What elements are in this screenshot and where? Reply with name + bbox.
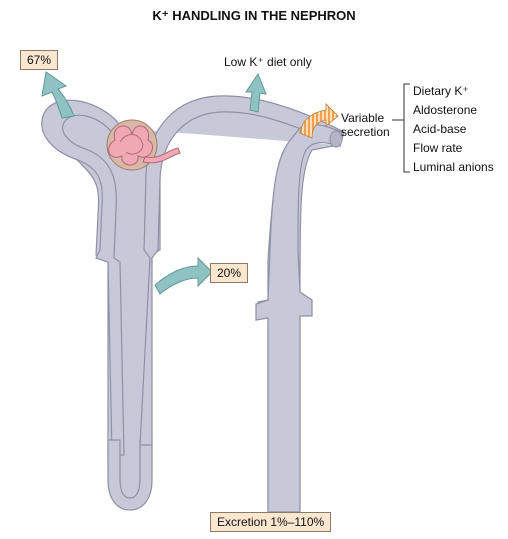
loop-reabsorption-arrow [154, 256, 213, 295]
excretion-label: Excretion 1%–110% [210, 512, 332, 532]
low-k-diet-label: Low K⁺ diet only [224, 55, 312, 69]
glomerulus [106, 119, 181, 171]
proximal-tubule [41, 99, 125, 456]
factors-list: Dietary K⁺ Aldosterone Acid-base Flow ra… [413, 84, 494, 179]
variable-label: Variable [341, 111, 385, 125]
collecting-duct [255, 124, 343, 513]
factor-item: Luminal anions [413, 160, 494, 174]
diagram-title: K⁺ HANDLING IN THE NEPHRON [152, 8, 356, 23]
factor-item: Dietary K⁺ [413, 84, 469, 98]
proximal-reabsorption-label: 67% [20, 50, 59, 70]
secretion-label: secretion [341, 125, 390, 139]
factor-item: Flow rate [413, 141, 463, 155]
factors-bracket [403, 83, 410, 173]
low-k-diet-arrow [245, 72, 267, 113]
secretion-arrow [299, 103, 339, 139]
distal-tubule-end [329, 130, 343, 148]
proximal-reabsorption-arrow [41, 71, 75, 119]
factor-item: Aldosterone [413, 103, 478, 117]
factor-item: Acid-base [413, 122, 467, 136]
loop-reabsorption-label: 20% [210, 263, 249, 283]
